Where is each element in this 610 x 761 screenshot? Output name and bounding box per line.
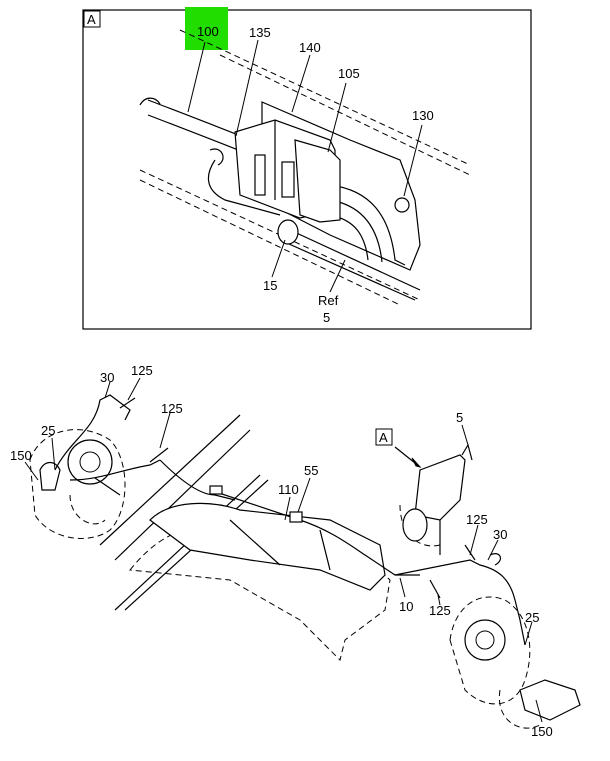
label-25-right: 25 xyxy=(525,610,539,625)
label-ref-5: 5 xyxy=(323,310,330,325)
label-135: 135 xyxy=(249,25,271,40)
label-130: 130 xyxy=(412,108,434,123)
label-30-left: 30 xyxy=(100,370,114,385)
label-30-right: 30 xyxy=(493,527,507,542)
label-150-right: 150 xyxy=(531,724,553,739)
label-25-left: 25 xyxy=(41,423,55,438)
label-55: 55 xyxy=(304,463,318,478)
highlight-callout-100 xyxy=(185,7,228,50)
label-10: 10 xyxy=(399,599,413,614)
main-view-letter-box xyxy=(375,428,393,446)
label-125-right-a: 125 xyxy=(466,512,488,527)
label-105: 105 xyxy=(338,66,360,81)
label-ref: Ref xyxy=(318,293,339,308)
label-15: 15 xyxy=(263,278,277,293)
label-150-left: 150 xyxy=(10,448,32,463)
detail-view-letter-box xyxy=(83,10,101,28)
label-5: 5 xyxy=(456,410,463,425)
detail-frame xyxy=(82,9,532,330)
main-view-letter: A xyxy=(379,430,388,445)
main-axle-view: A 30 125 125 25 150 55 110 5 125 30 10 1… xyxy=(10,363,581,739)
label-110: 110 xyxy=(278,482,299,497)
label-125-right-b: 125 xyxy=(429,603,451,618)
label-125-left-a: 125 xyxy=(131,363,153,378)
label-125-left-b: 125 xyxy=(161,401,183,416)
detail-view-letter: A xyxy=(87,12,96,27)
label-140: 140 xyxy=(299,40,321,55)
detail-view-a: A 100 xyxy=(82,7,532,330)
label-100: 100 xyxy=(197,24,219,39)
